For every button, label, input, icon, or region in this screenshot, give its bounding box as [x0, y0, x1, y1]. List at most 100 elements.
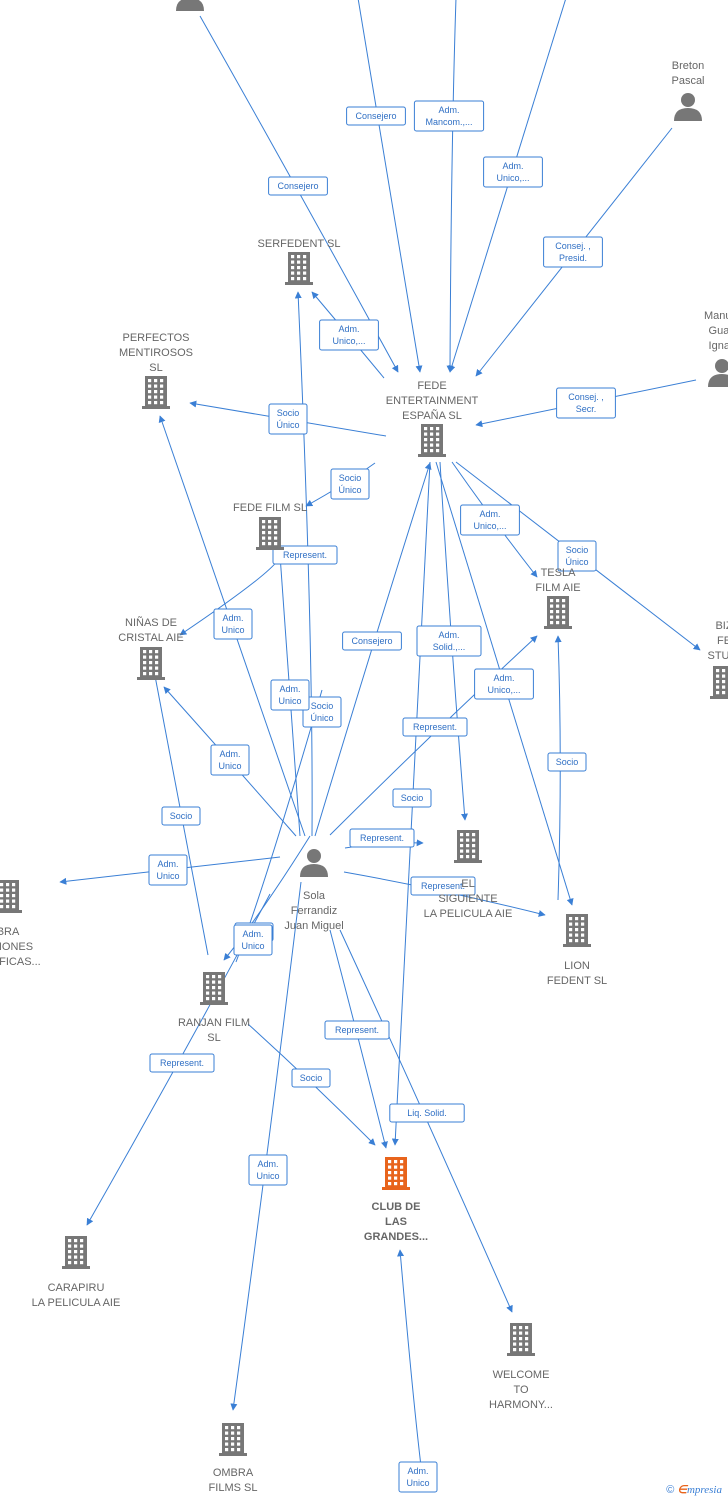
edge-label-box — [324, 1020, 390, 1040]
edge-label[interactable]: Represent. — [410, 876, 476, 896]
node-label: SERFEDENT SL — [258, 238, 341, 250]
building-icon — [0, 880, 22, 913]
edge-label-box — [483, 156, 543, 188]
edge-label-text: Unico — [256, 1171, 279, 1181]
edge-label[interactable]: Represent. — [402, 717, 468, 737]
edge-label-text: Socio — [556, 757, 579, 767]
edge-label[interactable]: Adm.Unico — [233, 924, 273, 956]
node-club[interactable]: CLUB DELASGRANDES... — [364, 1157, 428, 1243]
edge-label[interactable]: Socio — [161, 806, 201, 826]
edge-label[interactable]: Adm.Mancom.,... — [413, 100, 485, 132]
node-label: TESLA — [541, 567, 577, 579]
edge-label[interactable]: Socio — [392, 788, 432, 808]
edge-label[interactable]: Represent. — [149, 1053, 215, 1073]
edge-label[interactable]: Adm.Unico,... — [319, 319, 379, 351]
building-icon — [285, 252, 313, 285]
edge-label-box — [410, 876, 476, 896]
node-label: ENTERTAINMENT — [386, 395, 479, 407]
edge-label-text: Unico — [218, 761, 241, 771]
edge-label[interactable]: Adm. Unico — [210, 744, 250, 776]
edge-line — [397, 1249, 425, 1491]
edge-label[interactable]: Represent. — [324, 1020, 390, 1040]
node-biz[interactable]: BIZFESTUDI — [708, 620, 728, 699]
edge-label-text: Unico,... — [487, 685, 520, 695]
edge-label[interactable]: Adm. Solid.,... — [416, 625, 482, 657]
edge-label[interactable]: Consejero — [346, 106, 406, 126]
node-label: EL — [461, 878, 474, 890]
edge-label[interactable]: Adm.Unico,... — [460, 504, 520, 536]
edge-label-box — [268, 403, 308, 435]
building-icon — [142, 376, 170, 409]
edge-label-text: Consejero — [355, 111, 396, 121]
node-serfedent[interactable]: SERFEDENT SL — [258, 238, 341, 285]
node-label: Sola — [303, 890, 326, 902]
edge-label-text: Adm. — [157, 859, 178, 869]
edge-labels: ConsejeroAdm.Mancom.,...Adm.Unico,...Con… — [148, 100, 616, 1493]
edge-label-text: Unico,... — [496, 173, 529, 183]
edge-label[interactable]: Adm.Unico — [398, 1461, 438, 1493]
edge-label-box — [389, 1103, 465, 1123]
edge-label[interactable]: Liq. Solid. — [389, 1103, 465, 1123]
node-label: CCIONES — [0, 941, 33, 953]
edge-label-box — [248, 1154, 288, 1186]
edge-label[interactable]: Adm.Unico,... — [483, 156, 543, 188]
edge-label-text: Liq. Solid. — [407, 1108, 447, 1118]
edge-label-text: Solid.,... — [433, 642, 466, 652]
edge-label-text: Adm. — [219, 749, 240, 759]
edge-label[interactable]: Adm.Unico — [270, 679, 310, 711]
edge-label-text: Adm. — [407, 1466, 428, 1476]
edge-label[interactable]: Adm.Unico — [248, 1154, 288, 1186]
edge-label-box — [413, 100, 485, 132]
edge-label-text: Consej. , — [568, 392, 604, 402]
node-label: HARMONY... — [489, 1399, 553, 1411]
edge-label[interactable]: Socio — [291, 1068, 331, 1088]
node-top-person[interactable] — [176, 0, 204, 11]
node-manuel[interactable]: ManuelGuanIgnac — [704, 310, 728, 387]
node-label: Ignac — [709, 340, 728, 352]
node-label: Pascal — [671, 75, 704, 87]
edge-label-text: Adm. — [438, 630, 459, 640]
node-sombra[interactable]: BRACCIONESGRAFICAS... — [0, 880, 41, 968]
edge-label[interactable]: Adm.Unico — [213, 608, 253, 640]
edge-label-box — [543, 236, 603, 268]
edge-label[interactable]: Consej. ,Secr. — [556, 387, 616, 419]
edge-label[interactable]: Adm.Unico — [148, 854, 188, 886]
edge-label[interactable]: Represent. — [272, 545, 338, 565]
node-fede-film[interactable]: FEDE FILM SL — [233, 502, 307, 550]
edge-line — [357, 0, 423, 373]
node-welcome[interactable]: WELCOMETOHARMONY... — [489, 1323, 553, 1411]
building-icon — [382, 1157, 410, 1190]
edge-label-box — [556, 387, 616, 419]
edge-label[interactable]: Consejero — [342, 631, 402, 651]
edge-line — [294, 291, 313, 837]
empresia-credit[interactable]: ©∈mpresia — [666, 1483, 722, 1496]
building-icon — [710, 666, 728, 699]
building-icon — [418, 424, 446, 457]
edge-label[interactable]: Consej. ,Presid. — [543, 236, 603, 268]
edge-label-box — [402, 717, 468, 737]
edge-label-box — [149, 1053, 215, 1073]
edge-label-box — [148, 854, 188, 886]
edge-label-text: Represent. — [413, 722, 457, 732]
person-icon — [300, 849, 328, 877]
edge-label[interactable]: Adm.Unico,... — [474, 668, 534, 700]
edge-label[interactable]: Consejero — [268, 176, 328, 196]
edge-label[interactable]: Represent. — [349, 828, 415, 848]
edge-label[interactable]: Socio — [547, 752, 587, 772]
node-label: LAS — [385, 1216, 407, 1228]
